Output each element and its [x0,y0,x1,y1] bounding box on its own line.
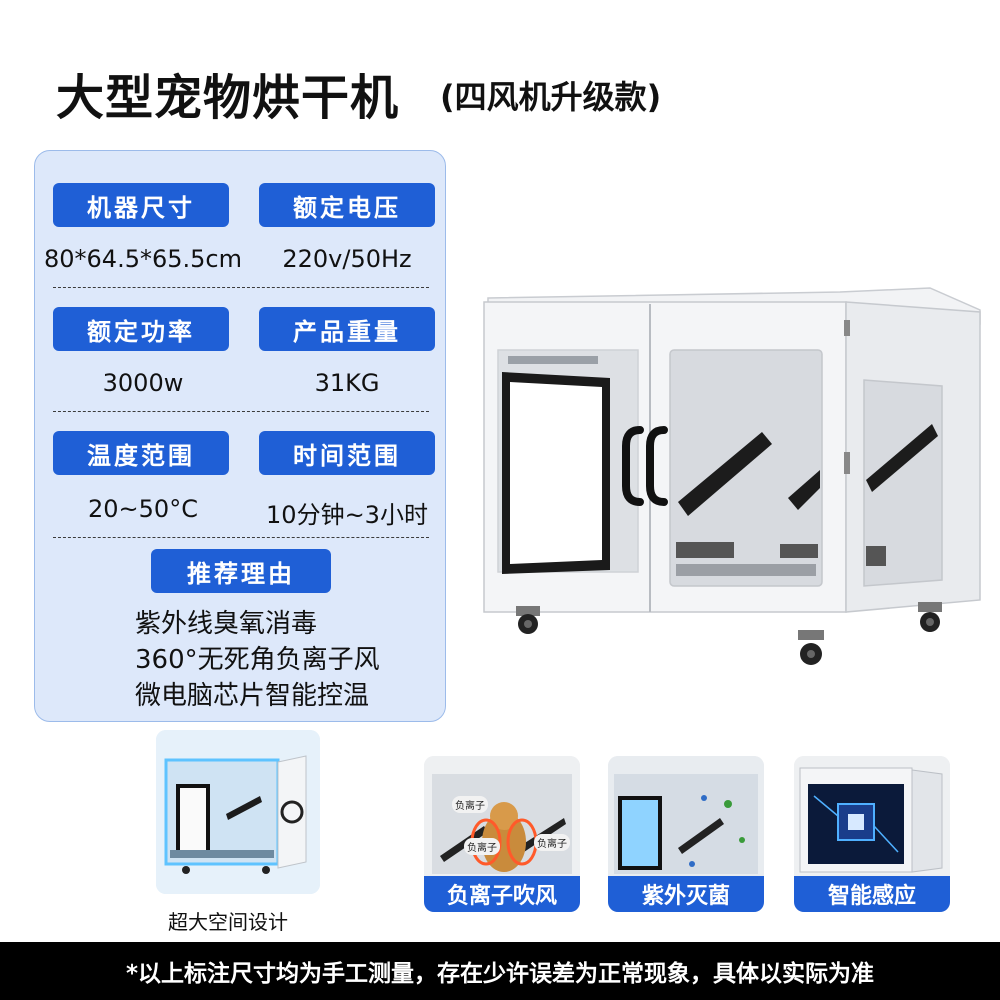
spec-label-size: 机器尺寸 [53,183,229,227]
spec-value-temperature: 20~50°C [88,495,198,523]
page-title: 大型宠物烘干机 [56,70,400,126]
feature-anion-card: 负离子 负离子 负离子 负离子吹风 [424,756,580,912]
divider [53,287,429,288]
large-space-thumbnail [156,730,320,894]
reason-item: 360°无死角负离子风 [135,645,380,675]
spec-label-voltage: 额定电压 [259,183,435,227]
spec-value-size: 80*64.5*65.5cm [44,245,242,273]
spec-value-time: 10分钟~3小时 [266,501,428,529]
feature-smart-label: 智能感应 [794,876,950,912]
spec-value-weight: 31KG [314,369,380,397]
reasons-label: 推荐理由 [151,549,331,593]
reason-item: 紫外线臭氧消毒 [135,609,318,639]
divider [53,411,429,412]
feature-uv-label: 紫外灭菌 [608,876,764,912]
dryer-cabinet-image [483,287,981,665]
feature-uv-card: 紫外灭菌 [608,756,764,912]
spec-label-temperature: 温度范围 [53,431,229,475]
feature-anion-label: 负离子吹风 [424,876,580,912]
cabinet-glow-image [156,730,320,894]
divider [53,537,429,538]
spec-label-time: 时间范围 [259,431,435,475]
anion-tag: 负离子 [534,834,570,851]
spec-label-power: 额定功率 [53,307,229,351]
large-space-caption: 超大空间设计 [168,910,288,934]
spec-value-power: 3000w [102,369,184,397]
feature-smart-card: 智能感应 [794,756,950,912]
page-subtitle: (四风机升级款) [440,78,662,116]
spec-label-weight: 产品重量 [259,307,435,351]
smart-chip-image [794,756,950,912]
reason-item: 微电脑芯片智能控温 [135,681,370,711]
footer-disclaimer: *以上标注尺寸均为手工测量，存在少许误差为正常现象，具体以实际为准 [0,942,1000,1000]
spec-value-voltage: 220v/50Hz [282,245,412,273]
spec-panel: 机器尺寸 额定电压 80*64.5*65.5cm 220v/50Hz 额定功率 … [34,150,446,722]
anion-tag: 负离子 [464,838,500,855]
anion-tag: 负离子 [452,796,488,813]
